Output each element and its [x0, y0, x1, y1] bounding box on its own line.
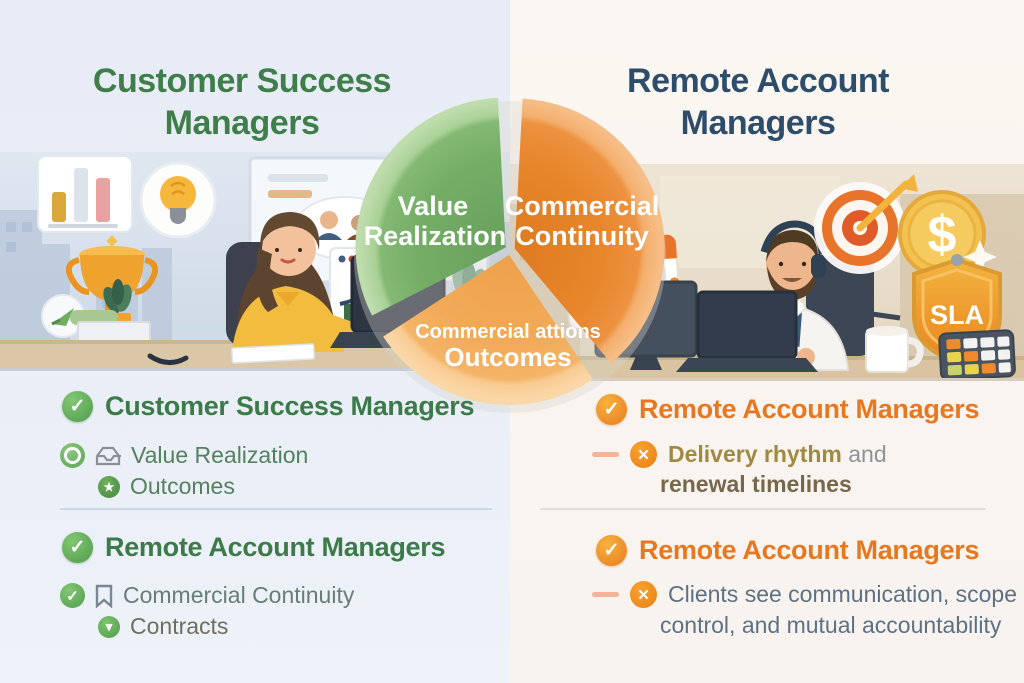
check-glyph: ✓ — [66, 587, 79, 605]
star-glyph: ★ — [103, 479, 115, 494]
calculator-icon — [938, 329, 1016, 378]
rocket-icon — [41, 294, 85, 338]
left-item-outcomes: ★ Outcomes — [98, 473, 235, 500]
check-circle-icon: ✓ — [596, 535, 627, 566]
mug-icon — [865, 326, 924, 373]
pie-label-continuity: Continuity — [515, 221, 648, 251]
right-title: Remote Account Managers — [538, 60, 978, 144]
check-circle-icon: ✓ — [62, 532, 93, 563]
headset-on-desk-icon — [147, 353, 189, 365]
pie-slice-commercial-continuity — [514, 98, 665, 364]
list-item-bold: Delivery rhythm — [668, 441, 842, 467]
dash-icon — [592, 452, 619, 457]
sla-label: SLA — [930, 300, 984, 330]
right-title-line1: Remote Account — [627, 62, 889, 100]
check-glyph: ✓ — [69, 396, 86, 417]
x-circle-icon: ✕ — [630, 581, 657, 608]
right-item-delivery-rhythm: ✕ Delivery rhythm and — [592, 441, 887, 468]
section-heading: Remote Account Managers — [105, 532, 446, 562]
right-item-clients-line1: ✕ Clients see communication, scope — [592, 581, 1017, 608]
left-divider — [60, 508, 492, 510]
list-item-label: control, and mutual accountability — [660, 612, 1002, 638]
left-section-1-heading-row: ✓ Customer Success Managers — [62, 391, 474, 422]
section-heading: Remote Account Managers — [639, 535, 980, 565]
x-circle-icon: ✕ — [630, 441, 657, 468]
check-glyph: ✓ — [69, 537, 86, 558]
chevron-down-glyph: ▾ — [105, 618, 113, 634]
pie-label-value: Value — [398, 191, 469, 221]
bookmark-icon — [95, 584, 113, 608]
right-item-renewal-timelines: renewal timelines — [660, 471, 852, 498]
bar-chart-icon — [37, 155, 133, 233]
x-glyph: ✕ — [637, 446, 650, 464]
right-title-line2: Managers — [680, 104, 836, 142]
star-circle-icon: ★ — [98, 475, 120, 498]
list-item-label: Delivery rhythm and — [668, 441, 887, 468]
right-section-2-heading-row: ✓ Remote Account Managers — [596, 535, 979, 566]
left-item-value-realization: Value Realization — [60, 442, 308, 469]
right-item-clients-line2: control, and mutual accountability — [660, 612, 1001, 639]
chevron-down-circle-icon: ▾ — [98, 615, 120, 638]
left-title: Customer Success Managers — [22, 60, 462, 144]
list-item-label: Value Realization — [131, 442, 309, 468]
target-icon — [814, 174, 918, 274]
paper — [231, 343, 316, 364]
list-item-label: Commercial Continuity — [123, 582, 355, 608]
woman-illustration — [232, 212, 387, 352]
left-item-contracts: ▾ Contracts — [98, 613, 228, 640]
pie-slice-value-realization — [355, 97, 506, 316]
pie-label-commercial: Commercial — [505, 191, 660, 221]
pie-slice-outcomes — [383, 254, 593, 405]
list-item-rest: and — [841, 441, 887, 467]
check-circle-icon: ✓ — [62, 391, 93, 422]
dollar-coin-icon: $ — [898, 190, 997, 278]
check-glyph: ✓ — [603, 399, 620, 420]
mail-tray-icon — [95, 446, 121, 465]
target-ring-icon — [60, 443, 85, 468]
dollar-sign: $ — [928, 206, 957, 264]
check-glyph: ✓ — [603, 540, 620, 561]
pie-label-outcomes: Outcomes — [444, 342, 571, 372]
x-glyph: ✕ — [637, 586, 650, 604]
laptop-icon — [676, 290, 818, 372]
left-title-line2: Managers — [164, 104, 320, 142]
check-circle-icon: ✓ — [596, 394, 627, 425]
left-section-2-heading-row: ✓ Remote Account Managers — [62, 532, 445, 563]
check-circle-icon: ✓ — [60, 583, 85, 608]
pie-label-commercial-attions: Commercial attions — [415, 321, 601, 343]
left-title-line1: Customer Success — [92, 62, 392, 100]
section-heading: Remote Account Managers — [639, 394, 980, 424]
pie-chart-svg: Value Realization Commercial Continuity … — [354, 97, 666, 413]
lightbulb-icon — [139, 161, 217, 239]
section-heading: Customer Success Managers — [105, 391, 475, 421]
list-item-label: Clients see communication, scope — [668, 581, 1017, 607]
list-item-label: Outcomes — [130, 473, 235, 499]
pie-label-realization: Realization — [364, 221, 507, 251]
dash-icon — [592, 592, 619, 597]
right-section-1-heading-row: ✓ Remote Account Managers — [596, 394, 979, 425]
pie-chart: Value Realization Commercial Continuity … — [345, 85, 675, 415]
list-item-label: Contracts — [130, 613, 229, 639]
list-item-label: renewal timelines — [660, 471, 852, 497]
left-item-commercial-continuity: ✓ Commercial Continuity — [60, 582, 354, 609]
right-divider — [540, 508, 986, 510]
